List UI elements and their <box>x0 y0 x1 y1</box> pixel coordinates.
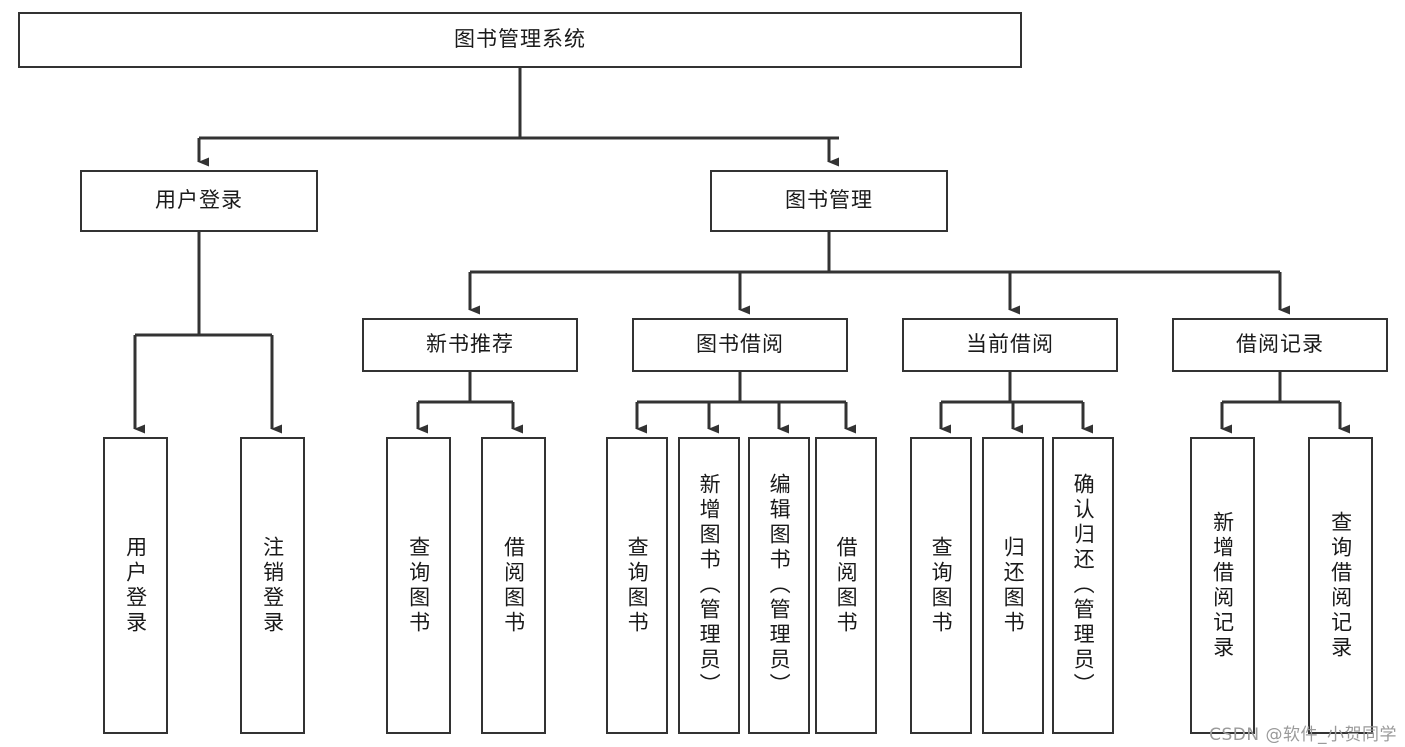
node-leaf-add-record[interactable]: 新增借阅记录 <box>1190 437 1255 734</box>
node-user-login[interactable]: 用户登录 <box>80 170 318 232</box>
node-leaf-logout[interactable]: 注销登录 <box>240 437 305 734</box>
node-leaf-borrow-book-1[interactable]: 借阅图书 <box>481 437 546 734</box>
node-leaf-return-book-label: 归还图书 <box>1001 535 1026 636</box>
node-leaf-add-book-label: 新增图书（管理员） <box>697 473 722 698</box>
node-leaf-query-book-1[interactable]: 查询图书 <box>386 437 451 734</box>
node-leaf-return-book[interactable]: 归还图书 <box>982 437 1044 734</box>
node-leaf-edit-book[interactable]: 编辑图书（管理员） <box>748 437 810 734</box>
node-root-label: 图书管理系统 <box>454 27 586 52</box>
node-leaf-edit-book-label: 编辑图书（管理员） <box>767 473 792 698</box>
node-borrow-record[interactable]: 借阅记录 <box>1172 318 1388 372</box>
node-new-book-rec-label: 新书推荐 <box>426 332 514 357</box>
node-book-borrow[interactable]: 图书借阅 <box>632 318 848 372</box>
node-leaf-query-book-3-label: 查询图书 <box>929 535 954 636</box>
node-leaf-query-book-2[interactable]: 查询图书 <box>606 437 668 734</box>
node-leaf-user-login[interactable]: 用户登录 <box>103 437 168 734</box>
node-leaf-add-book[interactable]: 新增图书（管理员） <box>678 437 740 734</box>
node-user-login-label: 用户登录 <box>155 188 243 213</box>
node-root[interactable]: 图书管理系统 <box>18 12 1022 68</box>
node-leaf-borrow-book-2[interactable]: 借阅图书 <box>815 437 877 734</box>
node-leaf-query-book-2-label: 查询图书 <box>625 535 650 636</box>
node-book-manage[interactable]: 图书管理 <box>710 170 948 232</box>
node-book-borrow-label: 图书借阅 <box>696 332 784 357</box>
node-new-book-rec[interactable]: 新书推荐 <box>362 318 578 372</box>
node-leaf-borrow-book-1-label: 借阅图书 <box>501 535 526 636</box>
node-leaf-query-record[interactable]: 查询借阅记录 <box>1308 437 1373 734</box>
node-leaf-add-record-label: 新增借阅记录 <box>1210 510 1235 661</box>
node-leaf-query-book-3[interactable]: 查询图书 <box>910 437 972 734</box>
node-current-borrow[interactable]: 当前借阅 <box>902 318 1118 372</box>
node-leaf-borrow-book-2-label: 借阅图书 <box>834 535 859 636</box>
node-leaf-confirm-return[interactable]: 确认归还（管理员） <box>1052 437 1114 734</box>
node-leaf-user-login-label: 用户登录 <box>123 535 148 636</box>
node-borrow-record-label: 借阅记录 <box>1236 332 1324 357</box>
node-current-borrow-label: 当前借阅 <box>966 332 1054 357</box>
node-leaf-confirm-return-label: 确认归还（管理员） <box>1071 473 1096 698</box>
node-leaf-logout-label: 注销登录 <box>260 535 285 636</box>
node-leaf-query-record-label: 查询借阅记录 <box>1328 510 1353 661</box>
node-book-manage-label: 图书管理 <box>785 188 873 213</box>
node-leaf-query-book-1-label: 查询图书 <box>406 535 431 636</box>
watermark-text: CSDN @软件_小贺同学 <box>1209 725 1397 745</box>
